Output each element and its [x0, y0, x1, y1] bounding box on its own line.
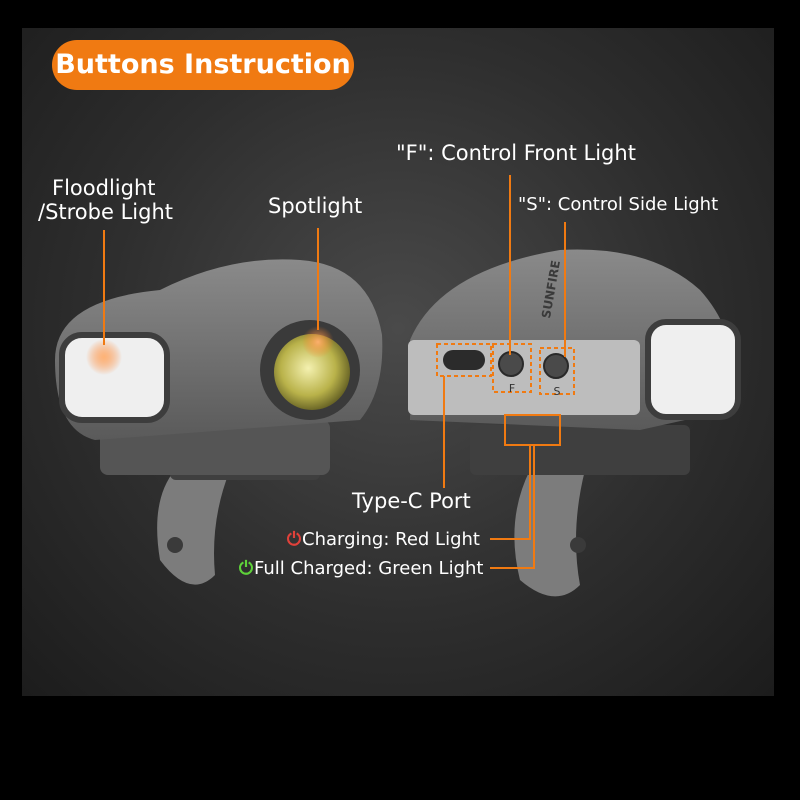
front-button-label: "F": Control Front Light — [396, 141, 636, 165]
right-clip-base — [470, 425, 690, 475]
button-s — [543, 353, 569, 379]
indicator-led-highlight — [504, 414, 561, 446]
button-f — [498, 351, 524, 377]
button-f-highlight — [492, 343, 532, 393]
button-f-letter: F — [509, 382, 515, 395]
left-mount-arm — [157, 470, 230, 585]
power-icon: ⏻ — [286, 529, 302, 550]
button-s-letter: S — [554, 385, 561, 398]
type-c-label: Type-C Port — [352, 489, 471, 513]
charging-row: ⏻Charging: Red Light — [286, 528, 480, 552]
left-mount-hole — [167, 537, 183, 553]
type-c-highlight — [436, 343, 492, 377]
power-icon: ⏻ — [238, 558, 254, 579]
buttons-instruction-badge: Buttons Instruction — [52, 40, 354, 90]
leader-lines — [103, 175, 566, 569]
spotlight-marker — [302, 326, 334, 358]
right-mount-hole — [570, 537, 586, 553]
right-mount-arm — [514, 470, 585, 597]
full-charged-label: Full Charged: Green Light — [254, 558, 484, 579]
charging-label: Charging: Red Light — [302, 529, 480, 550]
spotlight-label: Spotlight — [268, 194, 363, 218]
side-light-panel — [645, 319, 741, 420]
full-charged-row: ⏻Full Charged: Green Light — [238, 557, 484, 581]
button-s-highlight — [539, 347, 575, 395]
floodlight-label-line1: Floodlight — [52, 176, 156, 200]
type-c-socket — [443, 350, 485, 370]
right-light-unit: F S SUNFIRE — [408, 249, 741, 597]
left-light-unit — [55, 259, 383, 585]
side-button-label: "S": Control Side Light — [518, 194, 719, 215]
floodlight-label-line2: /Strobe Light — [38, 200, 173, 224]
control-panel — [408, 340, 640, 415]
floodlight-marker — [86, 339, 122, 375]
spotlight-lens — [274, 334, 350, 410]
